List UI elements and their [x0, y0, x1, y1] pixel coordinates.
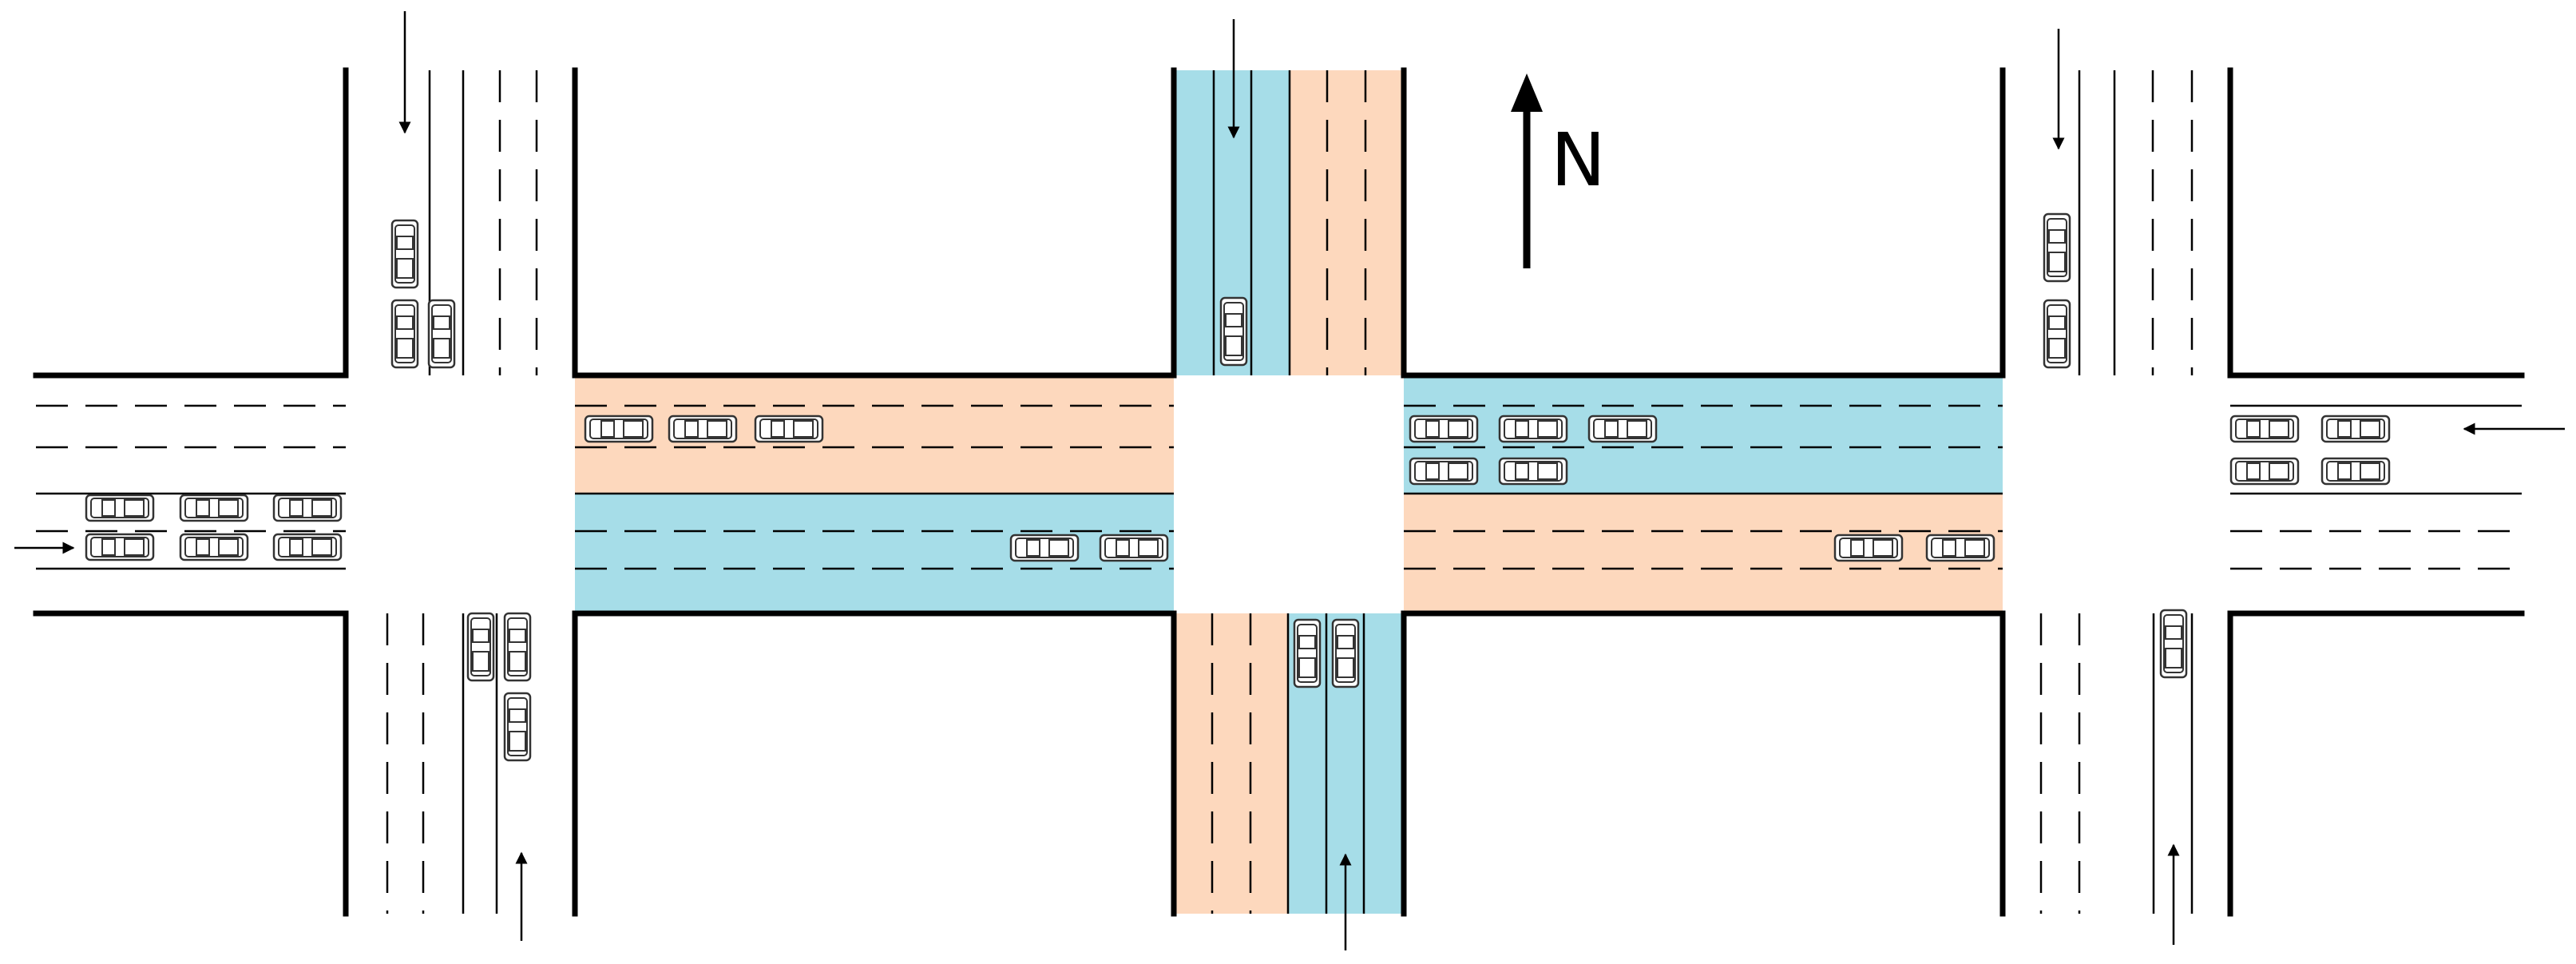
- vehicle: [2043, 299, 2071, 369]
- vehicle: [1409, 415, 1479, 443]
- vehicle: [272, 494, 343, 522]
- vehicle: [1409, 457, 1479, 486]
- west-arm-westbound-zone: [575, 375, 1174, 494]
- vehicle: [85, 533, 155, 561]
- vehicle: [427, 299, 456, 369]
- vehicle: [466, 612, 495, 682]
- vehicle: [2320, 457, 2391, 486]
- flow-arrows: [14, 11, 2565, 950]
- north-leg-northbound-zone: [1290, 70, 1404, 375]
- south-leg-southbound-zone: [1174, 613, 1288, 914]
- vehicle: [2043, 212, 2071, 283]
- vehicle: [1587, 415, 1658, 443]
- road-curbs: [33, 67, 2525, 917]
- vehicle: [584, 415, 654, 443]
- vehicle: [1498, 415, 1568, 443]
- vehicle: [2320, 415, 2391, 443]
- lane-boundaries: [36, 70, 2522, 914]
- vehicle: [85, 494, 155, 522]
- vehicle: [503, 692, 532, 762]
- lane-dashes: [36, 70, 2522, 914]
- vehicle: [179, 494, 249, 522]
- west-arm-eastbound-zone: [575, 494, 1174, 613]
- vehicle: [1099, 534, 1169, 562]
- vehicle: [179, 533, 249, 561]
- vehicle: [1925, 534, 1995, 562]
- east-arm-eastbound-zone: [1404, 494, 2003, 613]
- vehicle: [272, 533, 343, 561]
- vehicle: [1498, 457, 1568, 486]
- vehicle: [503, 612, 532, 682]
- vehicle: [1219, 296, 1248, 367]
- vehicle: [390, 299, 419, 369]
- north-arrowhead: [1511, 73, 1543, 112]
- vehicle: [2159, 609, 2188, 679]
- vehicle: [2229, 457, 2300, 486]
- compass-label: N: [1551, 117, 1606, 203]
- vehicle: [1331, 618, 1360, 688]
- vehicle: [390, 219, 419, 289]
- east-arm-westbound-zone: [1404, 375, 2003, 494]
- vehicle: [1833, 534, 1904, 562]
- vehicle: [1009, 534, 1080, 562]
- vehicle: [668, 415, 738, 443]
- vehicle: [754, 415, 824, 443]
- compass: N: [1511, 73, 1606, 268]
- vehicle: [1293, 618, 1322, 688]
- vehicle: [2229, 415, 2300, 443]
